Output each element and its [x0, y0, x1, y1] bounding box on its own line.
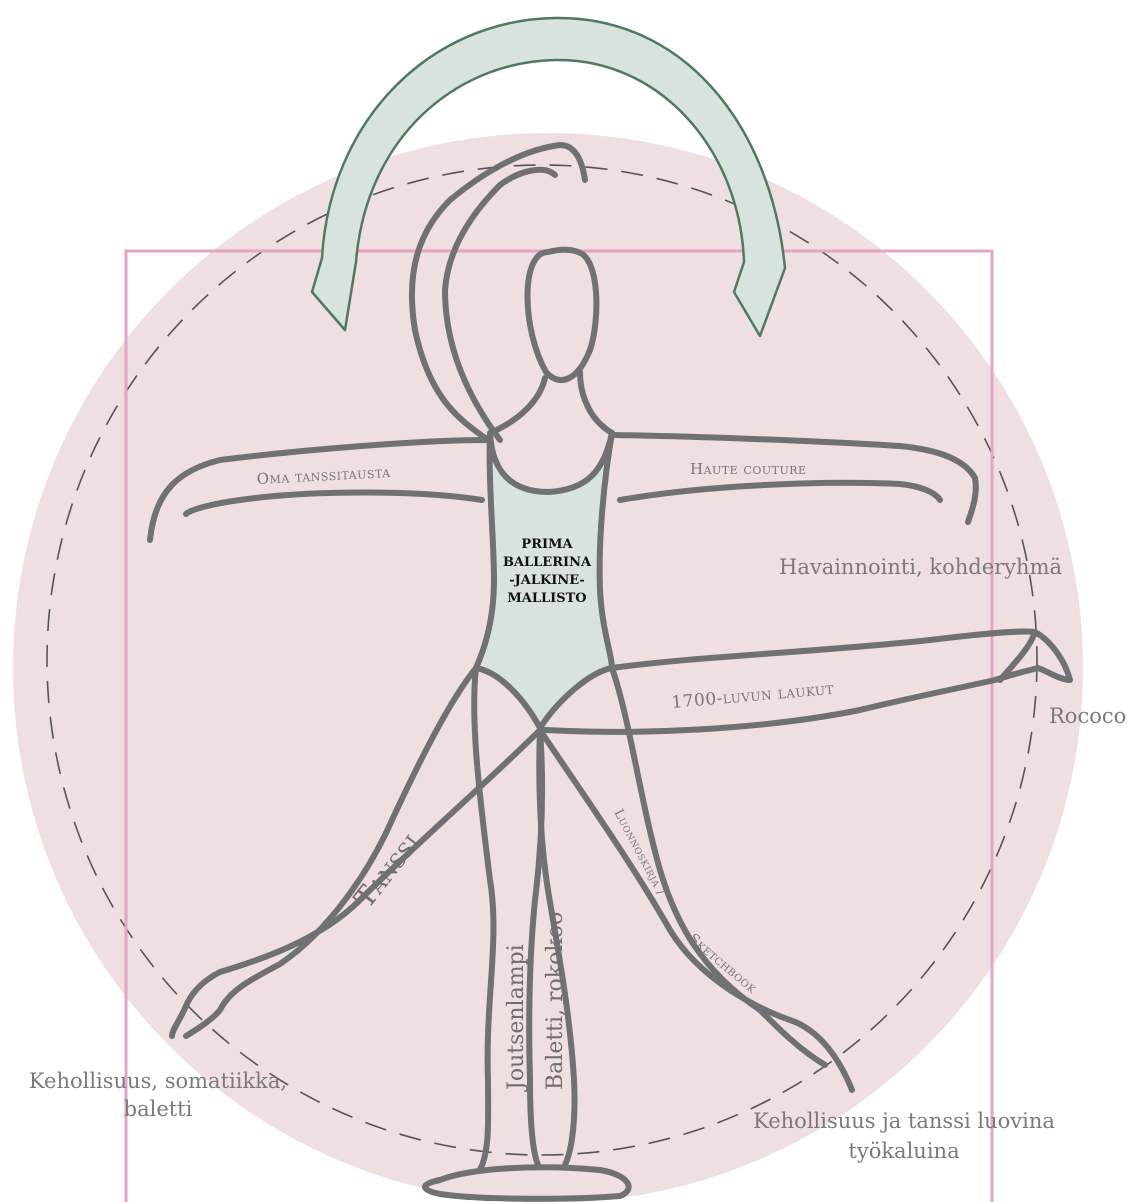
standing-right-label: Baletti, rokokoo — [543, 912, 568, 1090]
embodiment-left-line2: baletti — [124, 1097, 193, 1121]
rococo-label: Rococo — [1049, 704, 1126, 728]
center-label-line2: BALLERINA — [503, 555, 592, 570]
right-arm-label: Haute couture — [690, 460, 807, 478]
embodiment-right-line1: Kehollisuus ja tanssi luovina — [753, 1109, 1055, 1133]
embodiment-right-line2: työkaluina — [848, 1139, 959, 1163]
standing-left-label: Joutsenlampi — [504, 944, 529, 1092]
embodiment-left-line1: Kehollisuus, somatiikka, — [29, 1069, 287, 1093]
center-label-line4: MALLISTO — [507, 591, 586, 606]
center-label-line1: PRIMA — [521, 537, 573, 552]
observation-label: Havainnointi, kohderyhmä — [779, 555, 1062, 579]
center-label-line3: -JALKINE- — [509, 573, 585, 588]
